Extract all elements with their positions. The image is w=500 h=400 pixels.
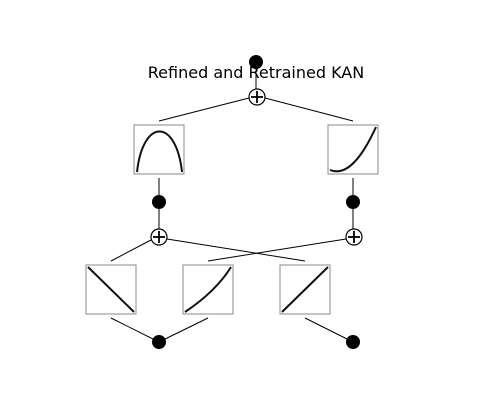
convex-increasing-curve bbox=[329, 126, 377, 173]
edge-sum-to-fn-right bbox=[264, 97, 354, 122]
output-node bbox=[249, 55, 263, 69]
function-box-in1-hidden2 bbox=[182, 264, 234, 315]
input-node-1 bbox=[152, 335, 166, 349]
decreasing-linear-curve bbox=[87, 266, 135, 313]
edge-sum2-to-fn-b bbox=[207, 238, 347, 262]
inverted-parabola-curve bbox=[136, 130, 183, 173]
hidden-node-1 bbox=[152, 195, 166, 209]
hidden-sum-node-2 bbox=[345, 228, 363, 246]
diagram-title: Refined and Retrained KAN bbox=[148, 63, 364, 82]
output-sum-node bbox=[248, 88, 266, 106]
edge-fn-a-to-input1 bbox=[110, 317, 160, 343]
edge-fn-c-to-input2 bbox=[304, 317, 354, 343]
function-box-hidden1-out bbox=[133, 124, 185, 175]
function-box-in2-hidden1 bbox=[279, 264, 331, 315]
input-node-2 bbox=[346, 335, 360, 349]
increasing-curve bbox=[184, 266, 232, 313]
edge-fn-b-to-input1 bbox=[158, 317, 209, 343]
hidden-sum-node-1 bbox=[150, 228, 168, 246]
edge-sum1-to-fn-c bbox=[166, 238, 306, 262]
function-box-in1-hidden1 bbox=[85, 264, 137, 315]
edge-sum1-to-fn-a bbox=[110, 239, 152, 262]
edge-sum-to-fn-left bbox=[158, 97, 250, 122]
function-box-hidden2-out bbox=[327, 124, 379, 175]
increasing-linear-curve bbox=[281, 266, 329, 313]
hidden-node-2 bbox=[346, 195, 360, 209]
